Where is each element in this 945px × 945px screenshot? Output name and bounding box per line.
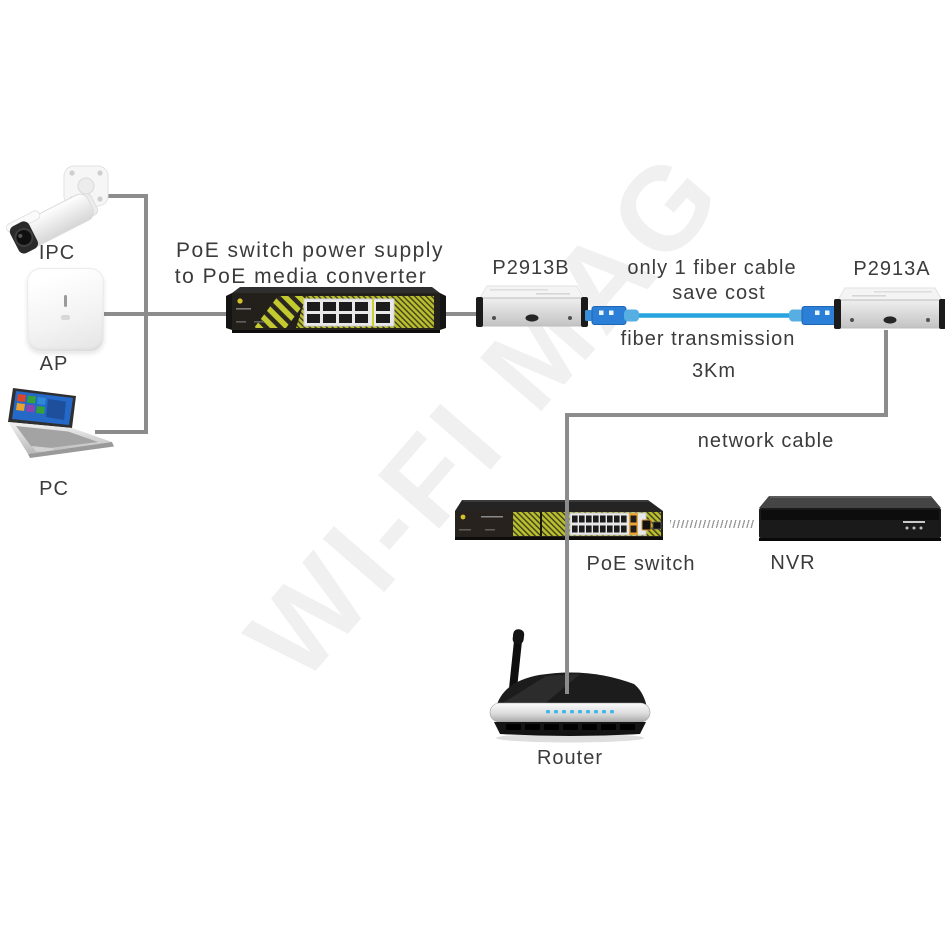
poe-switch-caption-line1: PoE switch power supply [176, 239, 444, 262]
cable-pc-to-trunk [95, 430, 148, 434]
access-point-icon [27, 268, 104, 352]
ipc-label: IPC [38, 242, 76, 264]
fiber-note-line2: save cost [672, 282, 766, 304]
cable-switch-to-nvr-dashed [670, 520, 755, 528]
poe-switch-16port-icon [451, 498, 669, 542]
poe-switch-caption-line2: to PoE media converter [174, 265, 428, 288]
nvr-label: NVR [770, 552, 816, 574]
fiber-cable-icon [578, 300, 850, 332]
cable-switch-trunk-vertical [565, 413, 569, 694]
ap-label: AP [39, 353, 69, 375]
cable-mid-horizontal [565, 413, 888, 417]
laptop-icon [0, 380, 122, 462]
ap-led-slit [64, 295, 67, 307]
cable-ipc-to-trunk [96, 194, 148, 198]
router-icon [484, 624, 656, 746]
converter-b-label: P2913B [492, 257, 570, 279]
network-cable-label: network cable [697, 430, 835, 452]
fiber-transmission-label: fiber transmission [620, 328, 796, 350]
ap-logo-mark [61, 315, 70, 320]
fiber-note-line1: only 1 fiber cable [627, 257, 797, 279]
poe-switch-label: PoE switch [586, 553, 696, 575]
fiber-distance-label: 3Km [691, 360, 737, 382]
router-label: Router [536, 747, 604, 769]
cable-converter-a-down [884, 330, 888, 417]
ip-camera-icon [5, 160, 118, 262]
media-converter-a-icon [834, 286, 945, 334]
converter-a-label: P2913A [853, 258, 931, 280]
nvr-icon [755, 494, 945, 546]
media-converter-b-icon [476, 284, 588, 332]
pc-label: PC [39, 478, 69, 500]
poe-switch-8port-icon [226, 284, 446, 336]
